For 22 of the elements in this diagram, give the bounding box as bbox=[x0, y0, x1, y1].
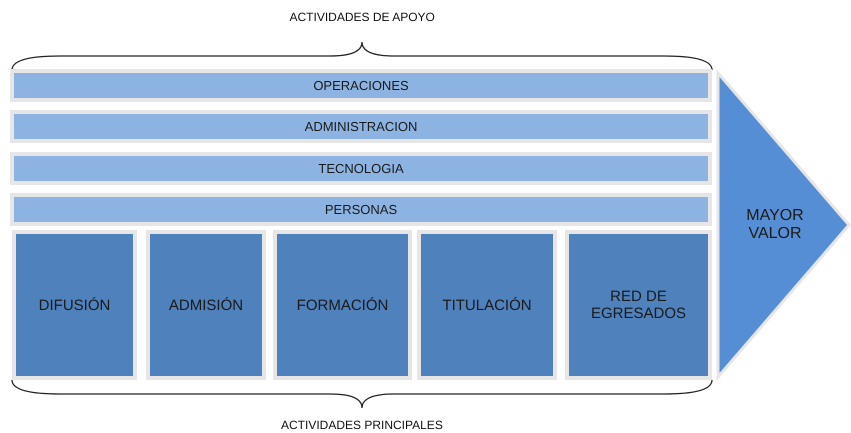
primary-activity-box bbox=[16, 234, 133, 376]
value-arrow bbox=[716, 70, 851, 380]
node-text: FORMACIÓN bbox=[296, 296, 388, 314]
node-text: MAYOR VALOR bbox=[745, 207, 805, 243]
node-text: TECNOLOGIA bbox=[318, 161, 404, 176]
primary-activity-box bbox=[421, 234, 553, 376]
support-activity-bar bbox=[14, 197, 708, 222]
support-activity-bar bbox=[14, 156, 708, 181]
node-text: TITULACIÓN bbox=[442, 296, 532, 314]
primary-activity-box bbox=[569, 234, 708, 376]
node-text: OPERACIONES bbox=[313, 78, 409, 93]
primary-activity-box bbox=[150, 234, 262, 376]
node-text: PERSONAS bbox=[324, 202, 398, 217]
primary-activity-box bbox=[277, 234, 408, 376]
node-text: DIFUSIÓN bbox=[38, 296, 110, 314]
node-text: ADMINISTRACION bbox=[304, 119, 418, 134]
support-activity-bar bbox=[14, 73, 708, 98]
section-label: ACTIVIDADES DE APOYO bbox=[290, 10, 435, 24]
node-text: ADMISIÓN bbox=[168, 296, 244, 314]
support-activity-bar bbox=[14, 114, 708, 139]
node-text: RED DE EGRESADOS bbox=[590, 288, 688, 322]
section-label: ACTIVIDADES PRINCIPALES bbox=[281, 418, 443, 432]
